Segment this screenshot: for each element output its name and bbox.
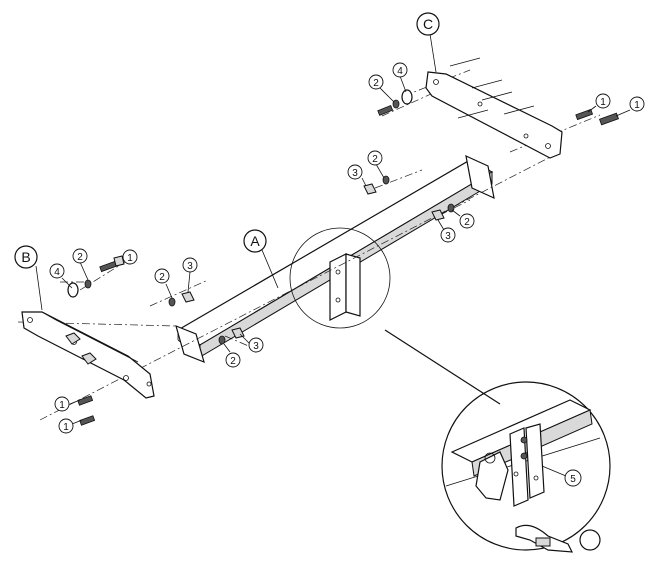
svg-text:1: 1 xyxy=(127,253,133,264)
svg-text:1: 1 xyxy=(634,100,640,111)
svg-text:2: 2 xyxy=(159,272,165,283)
svg-text:3: 3 xyxy=(445,231,451,242)
nut-icon xyxy=(181,291,195,303)
callout-1: 1 xyxy=(595,93,611,109)
right-bracket-c xyxy=(425,57,563,159)
svg-text:1: 1 xyxy=(59,400,65,411)
callout-4: 4 xyxy=(49,263,65,279)
towball-icon xyxy=(579,529,601,551)
label-b-text: B xyxy=(21,249,30,265)
svg-text:2: 2 xyxy=(77,252,83,263)
callout-4: 4 xyxy=(392,62,408,78)
spring-washer-icon xyxy=(84,279,92,289)
callout-3: 3 xyxy=(440,227,456,243)
detail-view xyxy=(441,381,611,553)
bolt-icon xyxy=(77,395,96,426)
spring-washer-icon xyxy=(382,175,390,185)
label-a: A xyxy=(243,229,267,253)
callout-2: 2 xyxy=(72,248,88,264)
callout-2: 2 xyxy=(154,268,170,284)
main-crossbeam-a xyxy=(175,154,495,364)
label-c: C xyxy=(416,12,440,36)
detail-source-circle xyxy=(289,227,391,329)
left-bracket-b xyxy=(21,311,155,399)
nut-icon xyxy=(431,209,445,221)
svg-text:3: 3 xyxy=(187,261,193,272)
callout-3: 3 xyxy=(182,257,198,273)
spring-washer-icon xyxy=(168,297,176,307)
svg-text:5: 5 xyxy=(570,474,576,485)
callout-2: 2 xyxy=(459,213,475,229)
nut-icon xyxy=(363,183,377,195)
svg-text:2: 2 xyxy=(372,154,378,165)
svg-text:2: 2 xyxy=(230,356,236,367)
spring-washer-icon xyxy=(392,99,400,109)
svg-text:1: 1 xyxy=(63,422,69,433)
callout-1: 1 xyxy=(629,96,645,112)
label-a-text: A xyxy=(250,233,260,249)
svg-text:1: 1 xyxy=(600,97,606,108)
spring-washer-icon xyxy=(218,335,226,345)
washer-icon xyxy=(401,89,413,105)
leader-lines xyxy=(35,33,631,477)
callout-2: 2 xyxy=(367,150,383,166)
callout-3: 3 xyxy=(248,337,264,353)
bolt-icon xyxy=(377,105,394,116)
detail-leader-line xyxy=(384,329,501,405)
fasteners xyxy=(67,89,619,426)
callout-3: 3 xyxy=(347,164,363,180)
callout-1: 1 xyxy=(54,396,70,412)
towball-lock xyxy=(535,537,551,547)
svg-text:4: 4 xyxy=(397,66,403,77)
callout-2: 2 xyxy=(225,352,241,368)
callout-5: 5 xyxy=(564,469,582,487)
svg-text:2: 2 xyxy=(373,78,379,89)
label-c-text: C xyxy=(423,16,433,32)
svg-text:3: 3 xyxy=(253,341,259,352)
svg-text:3: 3 xyxy=(352,168,358,179)
callout-1: 1 xyxy=(122,249,138,265)
svg-text:4: 4 xyxy=(54,267,60,278)
callout-1: 1 xyxy=(58,418,74,434)
bolt-icon xyxy=(575,108,619,126)
callout-2: 2 xyxy=(368,74,384,90)
bolt-icon xyxy=(99,255,125,273)
svg-text:2: 2 xyxy=(464,217,470,228)
label-b: B xyxy=(14,245,38,269)
